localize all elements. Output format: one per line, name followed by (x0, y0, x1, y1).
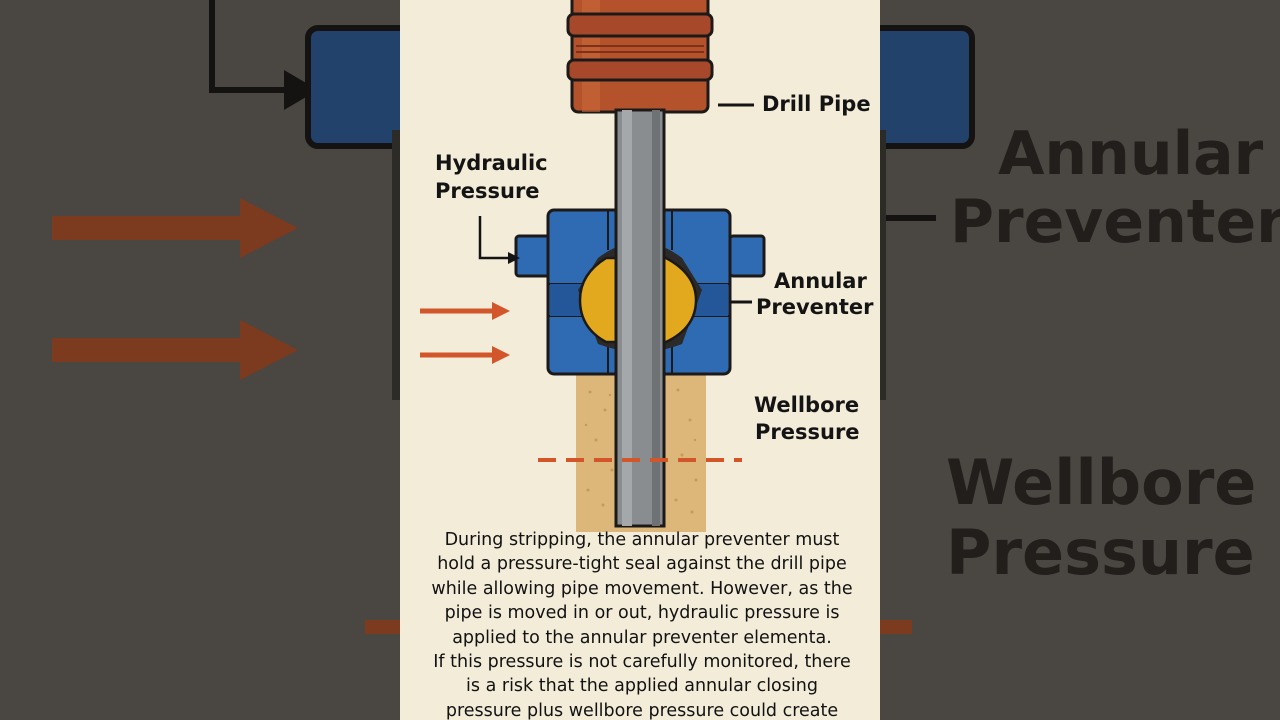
caption-line: is a risk that the applied annular closi… (466, 676, 818, 697)
caption-line: pressure plus wellbore pressure could cr… (445, 700, 839, 720)
caption-line: pipe is moved in or out, hydraulic press… (444, 603, 840, 624)
hydraulic-pressure-label-line2: Pressure (435, 179, 540, 203)
bg-annular-label-line2: Preventer (950, 187, 1280, 257)
drill-pipe (614, 108, 666, 528)
hydraulic-pressure-label-line1: Hydraulic (435, 151, 548, 175)
bg-wellbore-label-line2: Pressure (946, 516, 1255, 589)
bg-wellbore-label-line1: Wellbore (946, 446, 1257, 519)
caption-line: During stripping, the annular preventer … (444, 530, 840, 550)
drill-pipe-label: Drill Pipe (762, 92, 871, 116)
pressure-arrow-2 (420, 346, 510, 364)
bg-dash-left (365, 620, 405, 634)
caption-line: applied to the annular preventer element… (452, 627, 832, 648)
annular-preventer-label-line2: Preventer (756, 295, 874, 319)
wellbore-pressure-label-line2: Pressure (755, 420, 860, 444)
wellbore-pressure-label-line1: Wellbore (754, 393, 860, 417)
caption-line: If this pressure is not carefully monito… (433, 652, 851, 673)
pressure-arrow-1 (420, 302, 510, 320)
bg-hydraulic-arrowhead (284, 70, 318, 110)
diagram-panel: Drill Pipe Hydraulic Pressure Annular Pr… (400, 0, 880, 720)
bg-pressure-arrow-1 (52, 198, 298, 258)
bg-dash-right (876, 620, 912, 634)
hydraulic-pressure-leader (478, 216, 510, 260)
hydraulic-pressure-arrowhead (508, 252, 520, 264)
annular-preventer-label-line1: Annular (774, 269, 867, 293)
bop-diagram (420, 0, 766, 532)
bg-annular-label-line1: Annular (998, 119, 1264, 189)
bg-hydraulic-line (209, 0, 300, 93)
caption-line: hold a pressure-tight seal against the d… (437, 554, 847, 575)
bg-pressure-arrow-2 (52, 320, 298, 380)
caption-text: During stripping, the annular preventer … (422, 528, 862, 720)
drill-pipe-tool-joint (566, 0, 714, 114)
caption-line: while allowing pipe movement. However, a… (431, 578, 853, 599)
